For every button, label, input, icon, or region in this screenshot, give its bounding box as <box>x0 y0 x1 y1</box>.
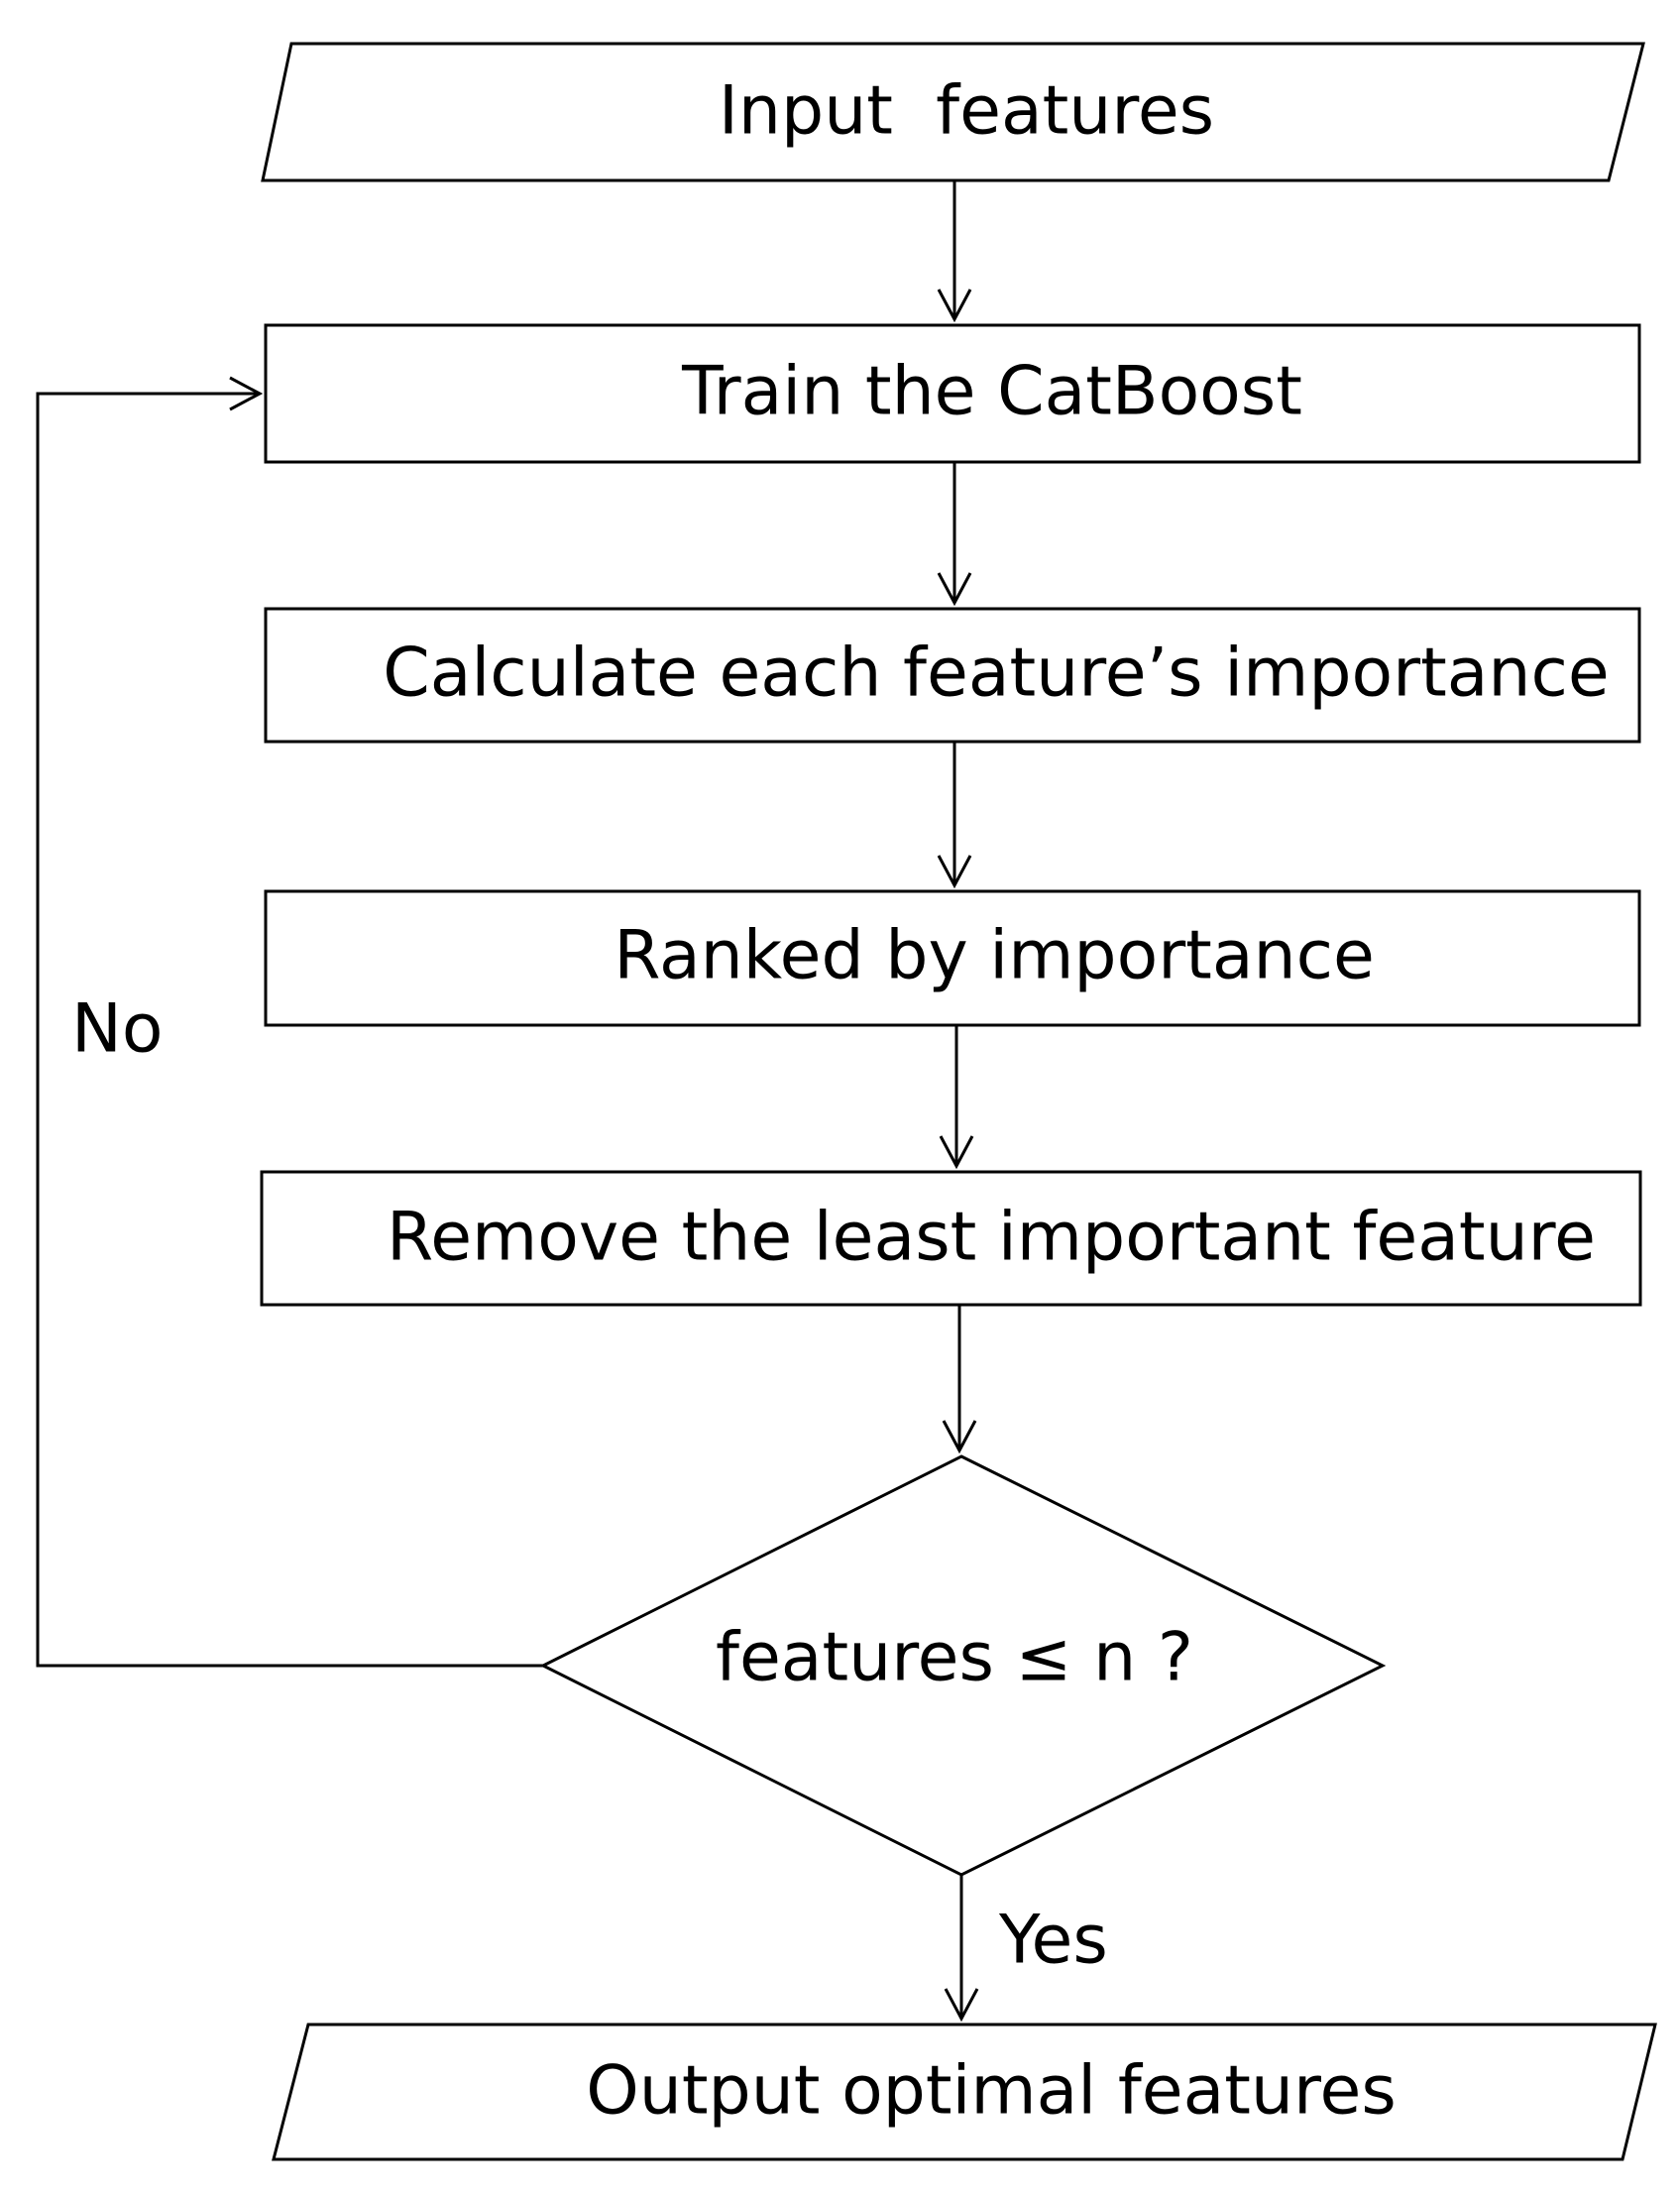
calculate-importance-box <box>264 607 1641 744</box>
arrow-remove-to-decision <box>942 1305 977 1454</box>
output-features-label: Output optimal features <box>586 2052 1397 2131</box>
arrow-train-to-calculate <box>937 462 972 607</box>
input-parallelogram-shape <box>261 42 1645 182</box>
remove-feature-label: Remove the least important feature <box>387 1199 1596 1277</box>
output-features-node: Output optimal features <box>272 2023 1657 2161</box>
arrowhead-icon <box>937 855 972 889</box>
yes-edge-label: Yes <box>998 1902 1108 1980</box>
no-edge-label: No <box>71 990 163 1069</box>
calculate-importance-node: Calculate each feature’s importance <box>264 607 1641 744</box>
ranked-by-importance-box <box>264 889 1641 1027</box>
train-catboost-node: Train the CatBoost <box>264 323 1641 464</box>
arrowhead-icon <box>944 1988 979 2023</box>
train-catboost-box <box>264 323 1641 464</box>
input-features-label: Input features <box>719 72 1214 151</box>
arrow-decision-to-train-loop <box>36 376 543 1668</box>
arrowhead-icon <box>937 289 972 323</box>
decision-label: features ≤ n ? <box>716 1619 1193 1697</box>
arrow-calculate-to-rank <box>937 742 972 889</box>
arrowhead-icon <box>942 1420 977 1454</box>
remove-feature-box <box>260 1170 1642 1307</box>
input-features-node: Input features <box>261 42 1645 182</box>
output-parallelogram-shape <box>272 2023 1657 2161</box>
remove-feature-node: Remove the least important feature <box>260 1170 1642 1307</box>
calculate-importance-label: Calculate each feature’s importance <box>383 635 1609 713</box>
decision-node: features ≤ n ? <box>539 1454 1387 1877</box>
arrow-rank-to-remove <box>939 1025 974 1170</box>
ranked-by-importance-label: Ranked by importance <box>614 917 1375 995</box>
arrow-decision-to-output <box>944 1875 979 2023</box>
arrow-input-to-train <box>937 180 972 323</box>
train-catboost-label: Train the CatBoost <box>681 353 1302 431</box>
arrowhead-icon <box>229 376 264 411</box>
ranked-by-importance-node: Ranked by importance <box>264 889 1641 1027</box>
arrowhead-icon <box>937 572 972 607</box>
arrowhead-icon <box>939 1135 974 1170</box>
